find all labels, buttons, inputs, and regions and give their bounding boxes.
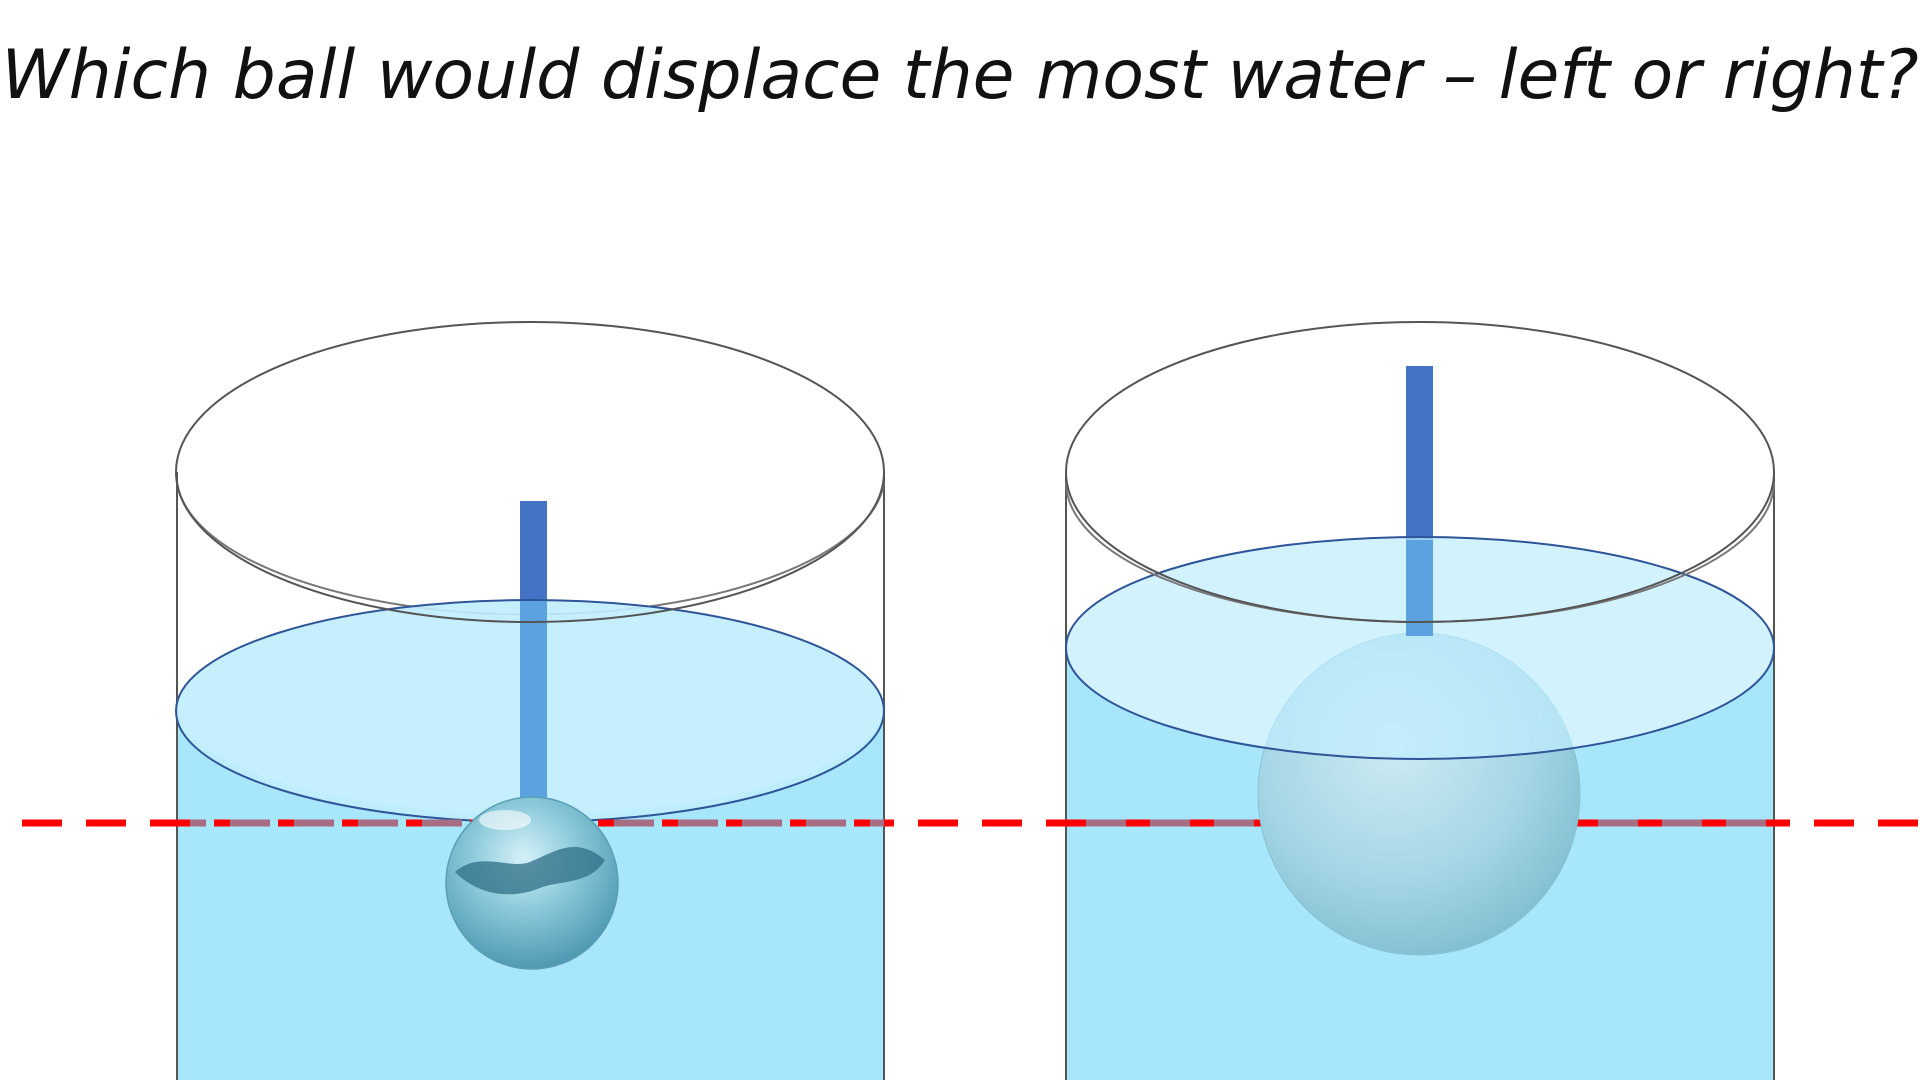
right-rod-submerged bbox=[1406, 540, 1433, 636]
right-water-surface bbox=[1065, 536, 1775, 760]
right-glass-rim bbox=[1065, 321, 1775, 623]
left-glass-rim bbox=[175, 321, 885, 623]
left-rod-submerged bbox=[520, 601, 547, 801]
left-rod-upper bbox=[520, 501, 547, 601]
right-rod-upper bbox=[1406, 366, 1433, 546]
left-small-ball-highlight bbox=[479, 810, 531, 830]
left-small-ball-swirl bbox=[455, 847, 605, 895]
slide-title: Which ball would displace the most water… bbox=[1, 36, 1919, 115]
right-large-ball-group bbox=[1065, 321, 1775, 956]
left-small-ball bbox=[445, 796, 619, 970]
